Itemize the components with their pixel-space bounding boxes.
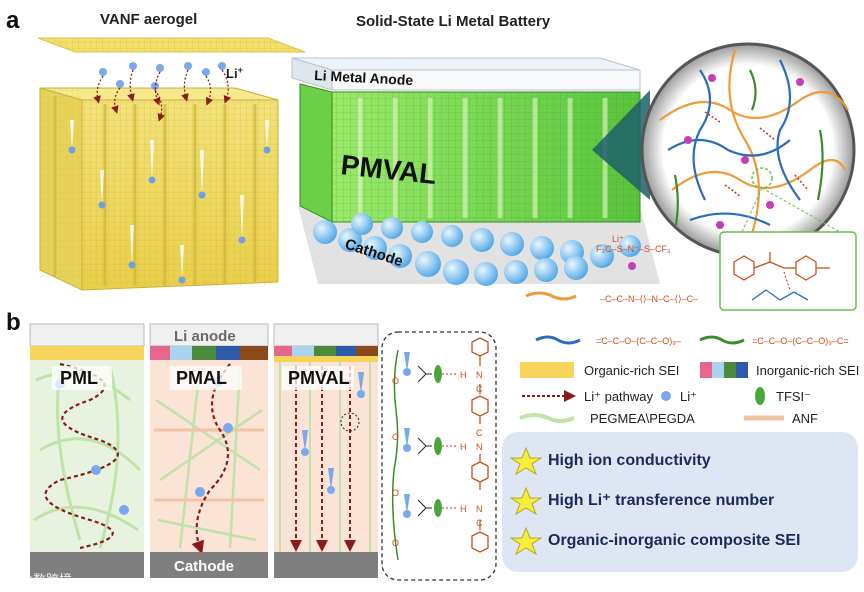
pmval-label: PMVAL [288,368,350,388]
zoom-cone [592,90,650,200]
svg-text:–C–C–N–⟨⟩–N–C–⟨⟩–C–: –C–C–N–⟨⟩–N–C–⟨⟩–C– [600,294,698,304]
svg-text:F₃C–S–N⁻–S–CF₃: F₃C–S–N⁻–S–CF₃ [596,244,671,254]
legend-li-ion: Li⁺ [680,389,697,404]
legend-pegmea-sample [535,335,581,345]
svg-text:=C–C–O–(C–C–O)₉–C=: =C–C–O–(C–C–O)₉–C= [752,336,849,346]
pml-li-pathway [44,362,119,550]
atom-label: O [392,538,399,548]
watermark: 大数跨境 [20,573,72,588]
legend-pegmea: PEGMEA\PEGDA [590,411,695,426]
battery-title: Solid-State Li Metal Battery [356,13,551,30]
atom-label: O [392,432,399,442]
li-ions-falling: Li+ [93,62,243,122]
atom-label: H [460,504,467,514]
legend-li-pathway: Li⁺ pathway [584,389,654,404]
pmal-label: PMAL [176,368,227,388]
atom-label: N [476,370,483,380]
legend-pegda-sample [699,335,745,345]
li-tfsi-pair [403,428,456,455]
li-tfsi-pair [403,494,456,518]
li-ion-label: Li+ [226,65,243,81]
atom-label: H [460,442,467,452]
legend-inorganic-sei: Inorganic-rich SEI [756,363,859,378]
atom-label: N [476,442,483,452]
star-icon [509,486,543,516]
atom-label: O [392,488,399,498]
amide-interaction-box [719,231,857,311]
tfsi-structure: F₃C–S–N⁻–S–CF₃ Li⁺ [596,234,671,270]
li-anode-label: Li anode [174,328,236,345]
legend: –C–C–N–⟨⟩–N–C–⟨⟩–C– =C–C–O–(C–C–O)₉– =C–… [519,291,859,426]
atom-label: O [392,376,399,386]
cathode-particles [313,213,641,286]
panel-b-letter: b [6,309,21,336]
pmal-li-pathway [191,363,231,555]
battery-stack: Li Metal Anode PMVAL Cathode [291,57,660,286]
li-tfsi-pair [403,352,456,383]
legend-anf-sample [525,291,577,301]
column-pmval: PMVAL [273,323,379,578]
pml-label: PML [60,368,98,388]
polymer-network-zoom [640,42,856,258]
column-pml: PML [29,323,145,578]
column-pmal: Li anode PMAL Cathode [149,323,269,578]
svg-text:=C–C–O–(C–C–O)₉–: =C–C–O–(C–C–O)₉– [596,336,681,346]
molecular-zoom-box: O O O O [381,331,497,581]
highlight-2: High Li⁺ transference number [548,492,774,509]
svg-text:Li⁺: Li⁺ [612,234,624,244]
highlight-1: High ion conductivity [548,452,711,469]
highlight-3: Organic-inorganic composite SEI [548,532,801,549]
aerogel-sheet [37,37,306,53]
legend-inorganic-sei-swatch [700,362,748,378]
atom-label: C [476,384,483,394]
panel-a-letter: a [6,7,20,34]
anode-label: Li Metal Anode [314,67,414,88]
star-icon [509,526,543,556]
legend-anf: ANF [792,411,818,426]
cathode-b-label: Cathode [174,558,234,575]
atom-label: N [476,504,483,514]
atom-label: H [460,370,467,380]
aerogel-cube [39,87,279,291]
legend-tfsi: TFSI⁻ [776,389,811,404]
legend-organic-sei: Organic-rich SEI [584,363,679,378]
star-icon [509,446,543,476]
atom-label: C [476,428,483,438]
aerogel-title: VANF aerogel [100,11,197,28]
pmval-li-pathways [290,366,356,552]
highlights-box: High ion conductivity High Li⁺ transfere… [502,432,858,572]
atom-label: C [476,518,483,528]
